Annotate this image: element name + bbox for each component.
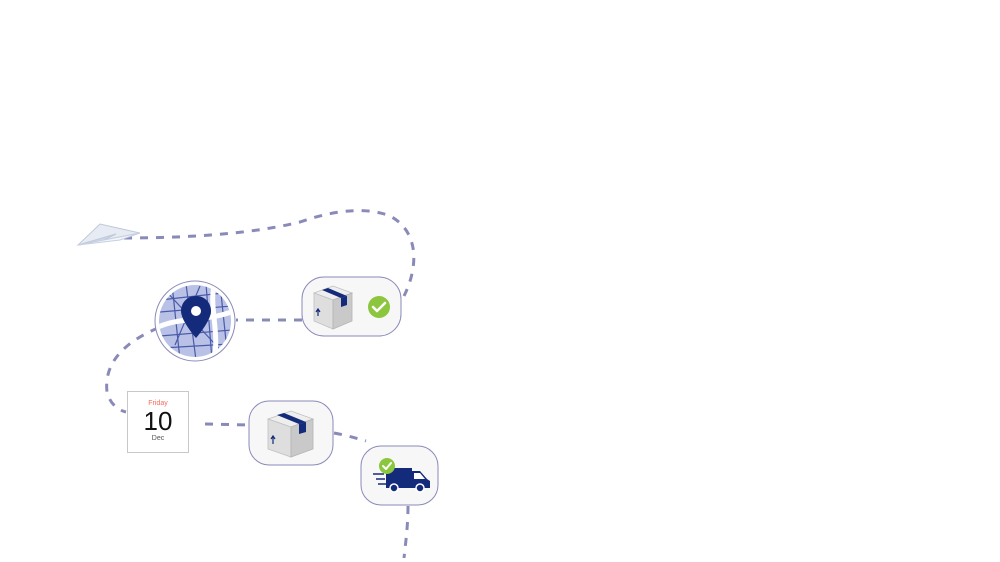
calendar-icon: Friday 10 Dec bbox=[127, 391, 189, 453]
route-segment-calendar-box bbox=[204, 422, 249, 427]
calendar-month: Dec bbox=[151, 435, 165, 442]
route-segment-box-truck bbox=[333, 431, 367, 443]
route-segment-plane bbox=[123, 209, 416, 297]
calendar-weekday: Friday bbox=[148, 400, 168, 407]
route-segment-truck-out bbox=[402, 505, 410, 559]
calendar-date: 10 bbox=[143, 406, 173, 436]
